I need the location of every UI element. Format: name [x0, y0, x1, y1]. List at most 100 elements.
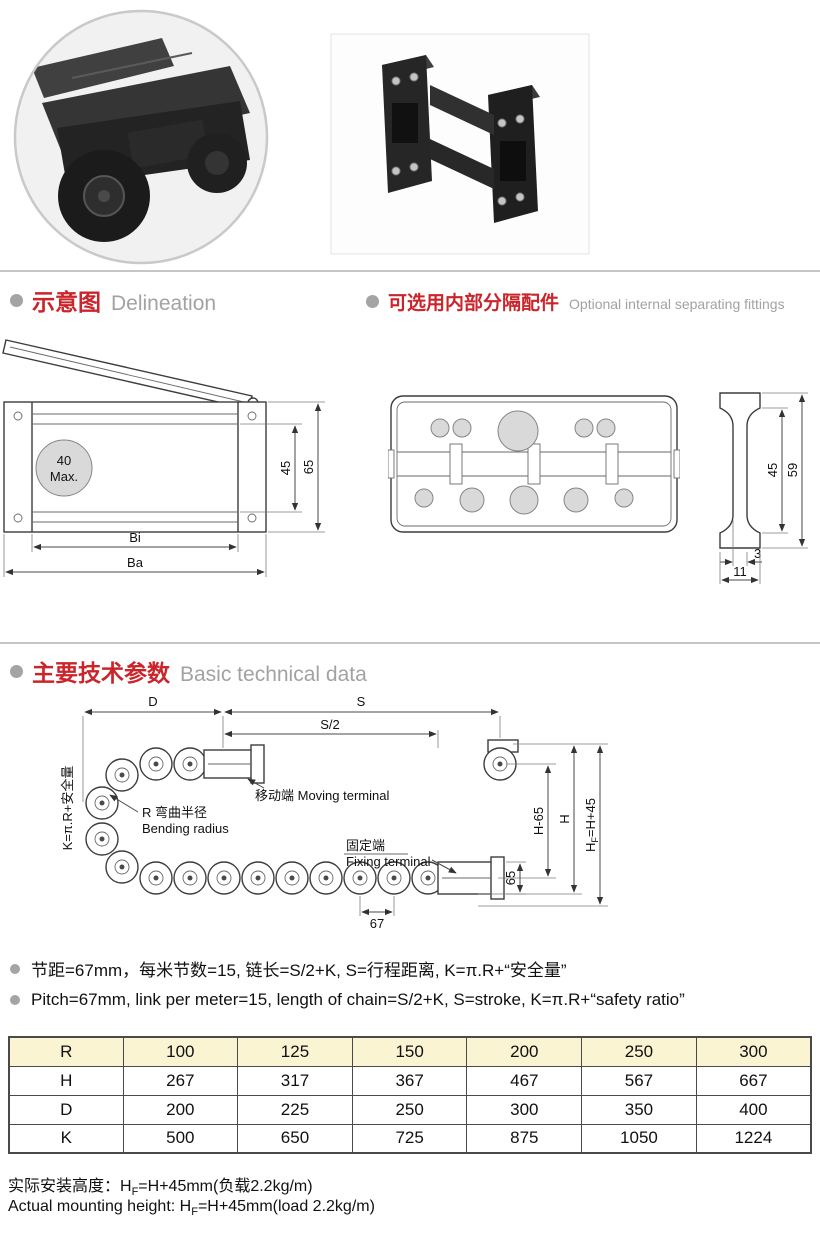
dim-ba: Ba — [3, 534, 267, 577]
dim-65-terminal: 65 — [503, 861, 526, 895]
dim-label-bi: Bi — [129, 530, 141, 545]
bend-radius-en: Bending radius — [142, 821, 229, 836]
dim-59: 59 — [762, 392, 808, 549]
note-en: Pitch=67mm, link per meter=15, length of… — [10, 990, 685, 1010]
dim-67-pitch: 67 — [359, 896, 395, 931]
product-photo-assembly — [330, 33, 590, 255]
dim-label-h65: H-65 — [531, 807, 546, 835]
table-cell: 650 — [237, 1123, 353, 1154]
footer-zh-rest: =H+45mm(负载2.2kg/m) — [138, 1178, 313, 1195]
fixing-terminal-label: 固定端 Fixing terminal — [344, 838, 457, 874]
dim-label-45: 45 — [278, 461, 293, 475]
k-safety-label: K=π.R+安全量 — [60, 766, 75, 851]
dim-label-45: 45 — [765, 463, 780, 477]
product-photo-link — [13, 9, 269, 265]
dim-65: 65 — [268, 401, 325, 533]
dim-45: 45 — [762, 407, 788, 534]
separator-profile-drawing: 45 59 3 11 — [719, 392, 808, 584]
bullet-icon — [10, 963, 20, 974]
section-title-en: Optional internal separating fittings — [569, 296, 785, 312]
footer-en-rest: =H+45mm(load 2.2kg/m) — [197, 1198, 375, 1215]
height-dims: H-65 H HF=H+45 — [478, 743, 608, 907]
max-diameter-value: 40 — [57, 453, 71, 468]
section-title-zh: 主要技术参数 — [32, 660, 170, 686]
technical-data-table: R 100 125 150 200 250 300 H 267 317 367 … — [8, 1036, 812, 1154]
section-title-zh: 示意图 — [32, 289, 101, 315]
table-header-cell: R — [8, 1036, 124, 1067]
cable-holes — [414, 410, 634, 515]
max-cable-circle: 40 Max. — [35, 439, 93, 497]
dim-label-h: H — [557, 814, 572, 823]
footer-zh-prefix: 实际安装高度：H — [8, 1178, 132, 1195]
top-view-drawing — [388, 395, 680, 533]
dim-label-59: 59 — [785, 463, 800, 477]
table-cell: 250 — [351, 1094, 468, 1125]
dim-label-11: 11 — [733, 564, 747, 579]
table-cell: 725 — [351, 1123, 468, 1154]
open-lid — [2, 339, 259, 410]
section-title-en: Basic technical data — [180, 663, 367, 686]
bending-radius-label: R 弯曲半径 Bending radius — [109, 794, 229, 836]
table-cell: 367 — [351, 1065, 468, 1096]
bullet-icon — [10, 293, 23, 307]
top-view-frame — [388, 395, 680, 533]
table-cell: 567 — [581, 1065, 697, 1096]
table-cell: K — [8, 1123, 124, 1154]
table-header-cell: 200 — [466, 1036, 583, 1067]
section-divider-middle — [0, 642, 820, 644]
table-cell: 200 — [122, 1094, 239, 1125]
table-cell: 467 — [466, 1065, 583, 1096]
footer-en-sub: F — [191, 1206, 198, 1219]
table-header-row: R 100 125 150 200 250 300 — [8, 1036, 812, 1067]
dim-label-65: 65 — [301, 460, 316, 474]
table-cell: 667 — [695, 1065, 812, 1096]
photo-circle-border — [13, 9, 269, 265]
footer-en-prefix: Actual mounting height: H — [8, 1198, 192, 1215]
table-cell: 400 — [695, 1094, 812, 1125]
chain-links — [85, 747, 445, 895]
table-header-cell: 250 — [581, 1036, 697, 1067]
max-diameter-unit: Max. — [50, 469, 78, 484]
fixed-terminal — [437, 856, 505, 900]
table-cell: 317 — [237, 1065, 353, 1096]
table-row-k: K 500 650 725 875 1050 1224 — [8, 1123, 812, 1154]
dim-bi: Bi — [31, 530, 239, 552]
note-zh: 节距=67mm，每米节数=15, 链长=S/2+K, S=行程距离, K=π.R… — [10, 956, 567, 981]
table-cell: 350 — [581, 1094, 697, 1125]
bend-radius-zh: R 弯曲半径 — [142, 805, 207, 820]
moving-terminal-label: 移动端 Moving terminal — [247, 778, 389, 803]
dim-label-3: 3 — [754, 546, 761, 561]
table-cell: 500 — [122, 1123, 239, 1154]
bullet-icon — [366, 295, 379, 308]
bullet-icon — [10, 664, 23, 678]
side-view-drawing: 40 Max. 45 65 Bi Ba — [2, 339, 325, 577]
table-row-h: H 267 317 367 467 567 667 — [8, 1065, 812, 1096]
table-header-cell: 300 — [695, 1036, 812, 1067]
footer-zh-sub: F — [131, 1186, 139, 1199]
bend-diagram: D S S/2 K=π.R+安全量 R 弯曲半径 Bending radius … — [60, 694, 608, 931]
photo-rect-frame — [330, 33, 590, 255]
section-divider-top — [0, 270, 820, 272]
dim-label-s2: S/2 — [320, 717, 340, 732]
dim-label-ba: Ba — [127, 555, 144, 570]
table-cell: 875 — [466, 1123, 583, 1154]
table-cell: D — [8, 1094, 124, 1125]
dim-label-67: 67 — [370, 916, 384, 931]
chain-link-photo-art — [32, 38, 250, 242]
fixed-label-en: Fixing terminal — [346, 854, 431, 869]
table-cell: 300 — [466, 1094, 583, 1125]
dim-label-d: D — [148, 694, 157, 709]
section-header-technical: 主要技术参数 Basic technical data — [10, 654, 367, 688]
dim-label-hf: HF=H+45 — [583, 798, 600, 852]
dim-11: 11 — [719, 552, 761, 584]
chain-segment-photo-art — [382, 55, 540, 223]
dim-45: 45 — [240, 423, 302, 513]
table-header-cell: 150 — [351, 1036, 468, 1067]
table-cell: H — [8, 1065, 124, 1096]
table-header-cell: 100 — [122, 1036, 239, 1067]
dim-d-s: D S S/2 — [82, 694, 501, 802]
footer-note-zh: 实际安装高度：HF=H+45mm(负载2.2kg/m) — [8, 1172, 313, 1198]
table-cell: 1050 — [581, 1123, 697, 1154]
table-cell: 1224 — [695, 1123, 812, 1154]
section-title-zh: 可选用内部分隔配件 — [388, 293, 560, 314]
